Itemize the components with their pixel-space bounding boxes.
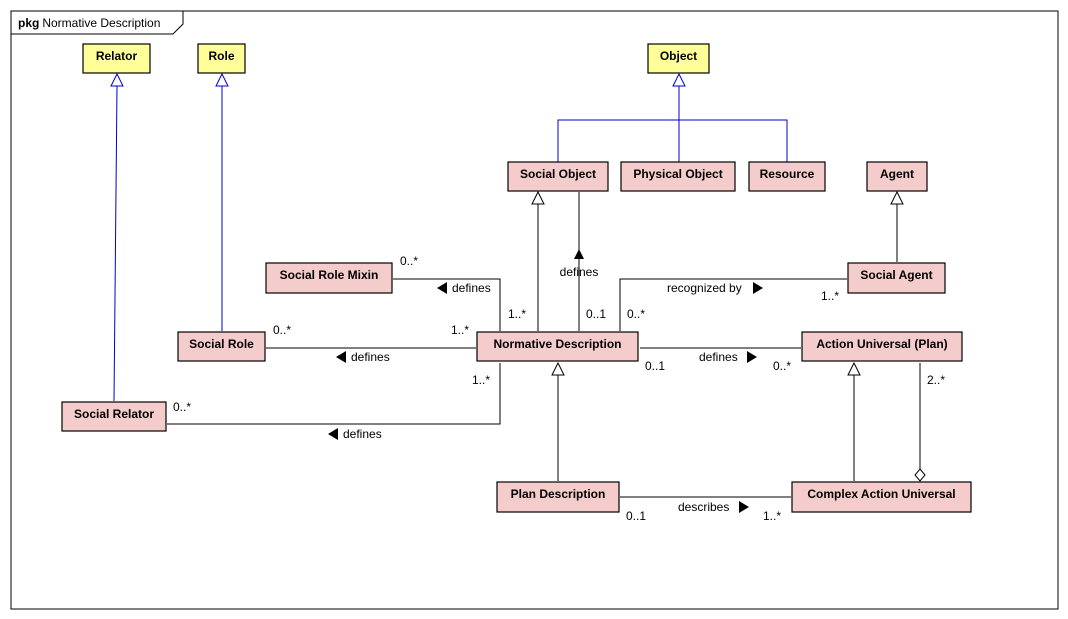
class-social-object[interactable]: Social Object [507, 161, 609, 192]
class-social-role-mixin-label: Social Role Mixin [280, 268, 379, 282]
direction-arrow-srel-defines [328, 428, 338, 440]
gen-object-tree [557, 119, 788, 162]
mult-recognized-target: 1..* [821, 289, 839, 303]
assoc-nd-recognized-by-sa [619, 278, 847, 331]
class-agent-label: Agent [880, 167, 914, 181]
mult-describes-target: 1..* [763, 509, 781, 523]
class-complex-action-universal-label: Complex Action Universal [807, 487, 955, 501]
mult-srel-target: 0..* [173, 400, 191, 414]
mult-describes-source: 0..1 [626, 509, 646, 523]
assoc-nd-defines-srel [167, 363, 501, 425]
direction-arrow-so-defines [574, 249, 584, 259]
class-relator-label: Relator [96, 49, 138, 63]
mult-srm-source: 1..* [508, 307, 526, 321]
class-social-relator[interactable]: Social Relator [61, 401, 167, 432]
mult-srm-target: 0..* [400, 254, 418, 268]
direction-arrow-sr-defines [336, 351, 346, 363]
label-srm-defines: defines [452, 281, 491, 295]
class-agent[interactable]: Agent [866, 161, 928, 192]
label-srel-defines: defines [343, 427, 382, 441]
class-social-agent-label: Social Agent [860, 268, 932, 282]
class-resource-label: Resource [760, 167, 815, 181]
label-recognized-by: recognized by [667, 281, 742, 295]
mult-sr-target: 0..* [273, 323, 291, 337]
package-name: Normative Description [42, 16, 160, 30]
class-physical-object-label: Physical Object [633, 167, 722, 181]
class-social-role-label: Social Role [189, 337, 254, 351]
label-sr-defines: defines [351, 350, 390, 364]
class-action-universal-plan-label: Action Universal (Plan) [816, 337, 947, 351]
direction-arrow-recognized-by [753, 282, 763, 294]
mult-srel-source: 1..* [472, 373, 490, 387]
class-object-label: Object [660, 49, 697, 63]
package-keyword: pkg [18, 16, 39, 30]
class-social-role[interactable]: Social Role [177, 331, 266, 362]
mult-aup-source: 0..1 [645, 359, 665, 373]
class-complex-action-universal[interactable]: Complex Action Universal [791, 481, 972, 513]
aggregation-diamond [914, 468, 926, 482]
label-aup-defines: defines [699, 350, 738, 364]
class-physical-object[interactable]: Physical Object [620, 161, 736, 192]
class-social-role-mixin[interactable]: Social Role Mixin [265, 262, 393, 294]
class-social-relator-label: Social Relator [74, 407, 154, 421]
mult-so-defines-source: 0..1 [586, 307, 606, 321]
gen-arrowhead-object [672, 72, 686, 87]
class-social-object-label: Social Object [520, 167, 596, 181]
gen-arrowhead-social-object [531, 190, 545, 205]
gen-arrowhead-nd [551, 361, 565, 376]
class-action-universal-plan[interactable]: Action Universal (Plan) [801, 331, 963, 362]
class-role[interactable]: Role [197, 43, 246, 74]
package-title-tab [10, 10, 184, 35]
class-role-label: Role [208, 49, 234, 63]
class-resource[interactable]: Resource [748, 161, 826, 192]
gen-social-relator-to-relator [113, 85, 118, 402]
package-frame [10, 10, 1059, 610]
direction-arrow-srm-defines [437, 282, 447, 294]
class-normative-description[interactable]: Normative Description [476, 331, 639, 362]
class-plan-description[interactable]: Plan Description [496, 481, 620, 513]
assoc-nd-defines-srm [393, 278, 501, 331]
direction-arrow-aup-defines [747, 351, 757, 363]
mult-aup-target: 0..* [773, 359, 791, 373]
gen-arrowhead-role [215, 72, 229, 87]
gen-arrowhead-agent [890, 190, 904, 205]
direction-arrow-describes [739, 501, 749, 513]
class-social-agent[interactable]: Social Agent [847, 262, 946, 294]
mult-sr-source: 1..* [451, 323, 469, 337]
label-so-defines: defines [560, 265, 599, 279]
mult-recognized-source: 0..* [627, 307, 645, 321]
gen-arrowhead-aup [847, 361, 861, 376]
label-describes: describes [678, 500, 729, 514]
class-relator[interactable]: Relator [82, 43, 151, 74]
class-object[interactable]: Object [647, 43, 710, 74]
mult-aggregation-target: 2..* [927, 373, 945, 387]
class-plan-description-label: Plan Description [511, 487, 606, 501]
class-normative-description-label: Normative Description [493, 337, 621, 351]
gen-arrowhead-relator [110, 72, 124, 87]
